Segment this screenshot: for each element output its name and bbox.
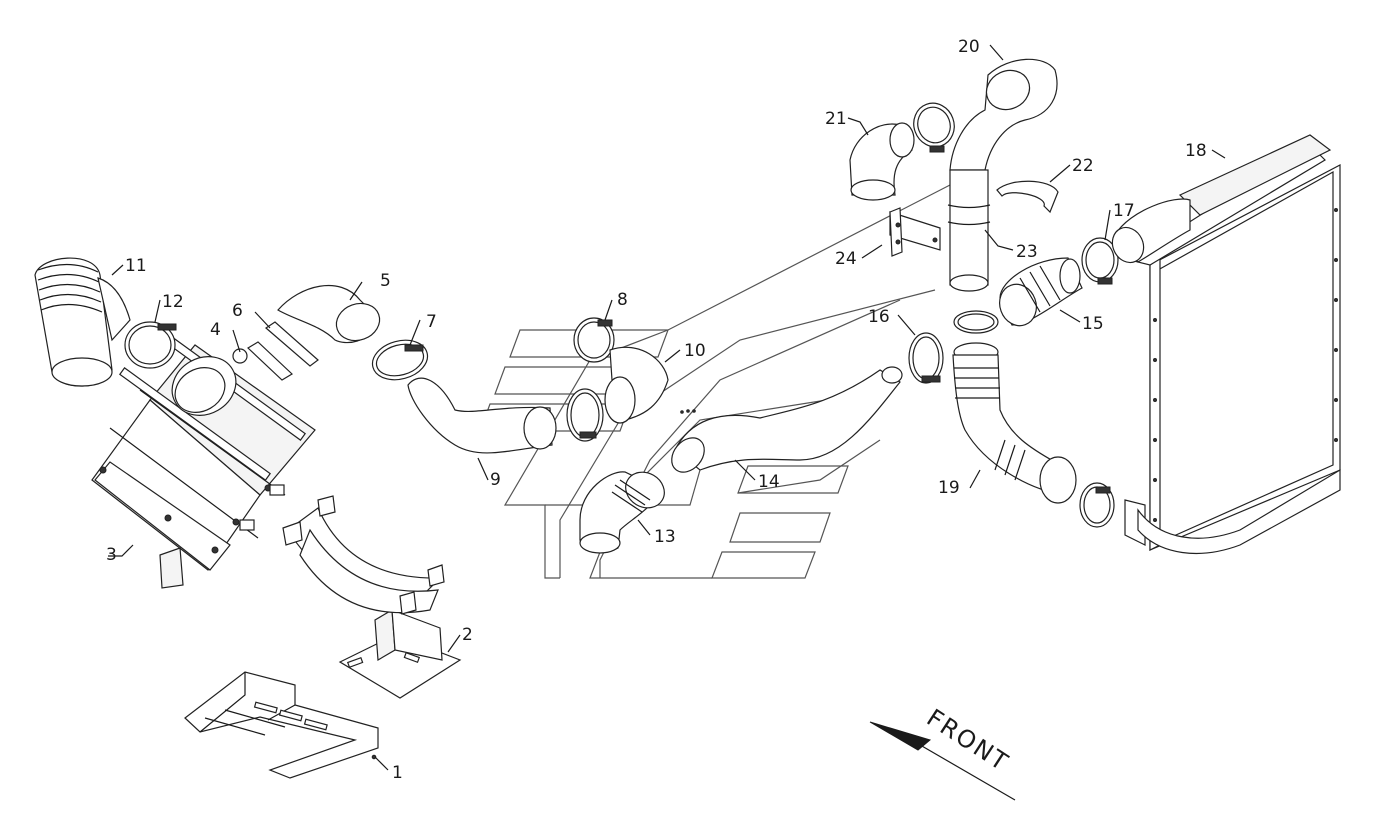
label-18: 18	[1185, 141, 1207, 161]
part-24-bracket	[889, 207, 941, 257]
part-13-elbow	[579, 471, 665, 554]
part-8-clamp	[573, 317, 615, 363]
label-1: 1	[392, 763, 403, 783]
part-5-elbow	[277, 285, 381, 344]
part-16-clamp	[908, 332, 944, 384]
label-14: 14	[758, 472, 780, 492]
label-12: 12	[162, 292, 184, 312]
part-3-air-cleaner-housing	[91, 327, 316, 589]
part-17-clamp	[1081, 237, 1119, 285]
label-10: 10	[684, 341, 706, 361]
part-23-pipe	[947, 169, 991, 292]
clamp-19-top	[953, 310, 999, 334]
part-22-strap	[996, 180, 1059, 214]
label-5: 5	[380, 271, 391, 291]
part-1-base-bracket	[184, 671, 379, 779]
label-23: 23	[1016, 242, 1038, 262]
part-18-charge-air-cooler	[1111, 134, 1341, 555]
label-2: 2	[462, 625, 473, 645]
front-arrow-icon	[869, 721, 932, 751]
label-13: 13	[654, 527, 676, 547]
label-21: 21	[825, 109, 847, 129]
label-7: 7	[426, 312, 437, 332]
label-8: 8	[617, 290, 628, 310]
part-11-intake-hose	[34, 257, 131, 387]
clamp-9-10	[566, 388, 604, 442]
part-7-clamp	[371, 339, 429, 381]
part-6-rod	[247, 321, 319, 381]
label-4: 4	[210, 320, 221, 340]
label-9: 9	[490, 470, 501, 490]
part-21-elbow	[849, 122, 915, 201]
part-4-outlet-ring	[171, 348, 248, 416]
clamp-21-20	[913, 102, 955, 153]
label-15: 15	[1082, 314, 1104, 334]
label-6: 6	[232, 301, 243, 321]
front-direction-indicator: FRONT	[869, 704, 1016, 801]
label-20: 20	[958, 37, 980, 57]
part-14-pipe	[671, 366, 903, 473]
leader-lines	[108, 44, 1226, 771]
part-20-pipe	[949, 58, 1058, 171]
front-label: FRONT	[922, 704, 1014, 778]
part-12-clamp	[124, 321, 177, 369]
label-19: 19	[938, 478, 960, 498]
label-24: 24	[835, 249, 857, 269]
label-22: 22	[1072, 156, 1094, 176]
label-17: 17	[1113, 201, 1135, 221]
part-19-elbow	[952, 342, 1077, 504]
label-16: 16	[868, 307, 890, 327]
part-2-saddle-support	[282, 495, 462, 699]
label-3: 3	[106, 545, 117, 565]
clamp-19-18	[1079, 482, 1115, 528]
label-11: 11	[125, 256, 147, 276]
part-10-elbow	[604, 346, 669, 424]
part-labels: 1 2 3 4 5 6 7 8 9 10 11 12 13 14 15 16 1…	[106, 37, 1207, 783]
part-9-pipe	[407, 377, 557, 454]
part-15-coupler	[999, 257, 1083, 327]
